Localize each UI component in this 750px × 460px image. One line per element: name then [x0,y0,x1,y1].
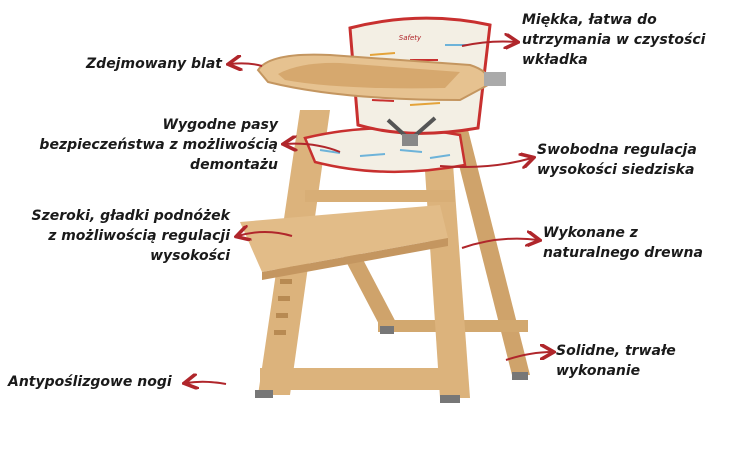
label-line: Szeroki, gładki podnóżek [31,208,230,224]
label-cushion: Miękka, łatwa do utrzymania w czystości … [522,10,705,70]
label-line: wkładka [522,52,588,68]
label-line: Miękka, łatwa do [522,12,657,28]
label-line: Wygodne pasy [162,117,279,133]
arrow-tray [230,63,263,66]
label-line: demontażu [190,157,278,173]
label-seat-adjustment: Swobodna regulacja wysokości siedziska [537,140,697,180]
label-natural-wood: Wykonane z naturalnego drewna [543,223,703,263]
label-harness: Wygodne pasy bezpieczeństwa z możliwości… [39,115,278,175]
label-line: Zdejmowany blat [86,56,222,72]
label-line: bezpieczeństwa z możliwością [39,137,278,153]
label-line: z możliwością regulacji [48,228,230,244]
label-line: wysokości [150,248,230,264]
arrow-seat [439,158,532,167]
brand-logo: Safety [399,34,422,42]
footrest [240,190,455,280]
seat [303,126,467,174]
label-footrest: Szeroki, gładki podnóżek z możliwością r… [32,206,230,266]
arrow-harness [285,144,341,153]
label-line: wysokości siedziska [537,162,695,178]
label-line: Swobodna regulacja [537,142,697,158]
label-antislip-feet: Antypoślizgowe nogi [8,372,172,392]
removable-tray [256,53,506,102]
label-line: naturalnego drewna [543,245,703,261]
label-solid-build: Solidne, trwałe wykonanie [556,341,676,381]
label-line: utrzymania w czystości [522,32,706,48]
arrow-cushion [461,42,516,47]
label-line: wykonanie [556,363,641,379]
label-removable-tray: Zdejmowany blat [86,54,222,74]
label-line: Wykonane z [543,225,638,241]
label-line: Antypoślizgowe nogi [8,374,172,390]
arrow-feet [186,382,227,384]
arrow-build [505,352,552,361]
callout-arrows [186,42,552,385]
label-line: Solidne, trwałe [556,343,676,359]
arrow-wood [461,239,538,249]
arrow-footrest [238,232,293,236]
